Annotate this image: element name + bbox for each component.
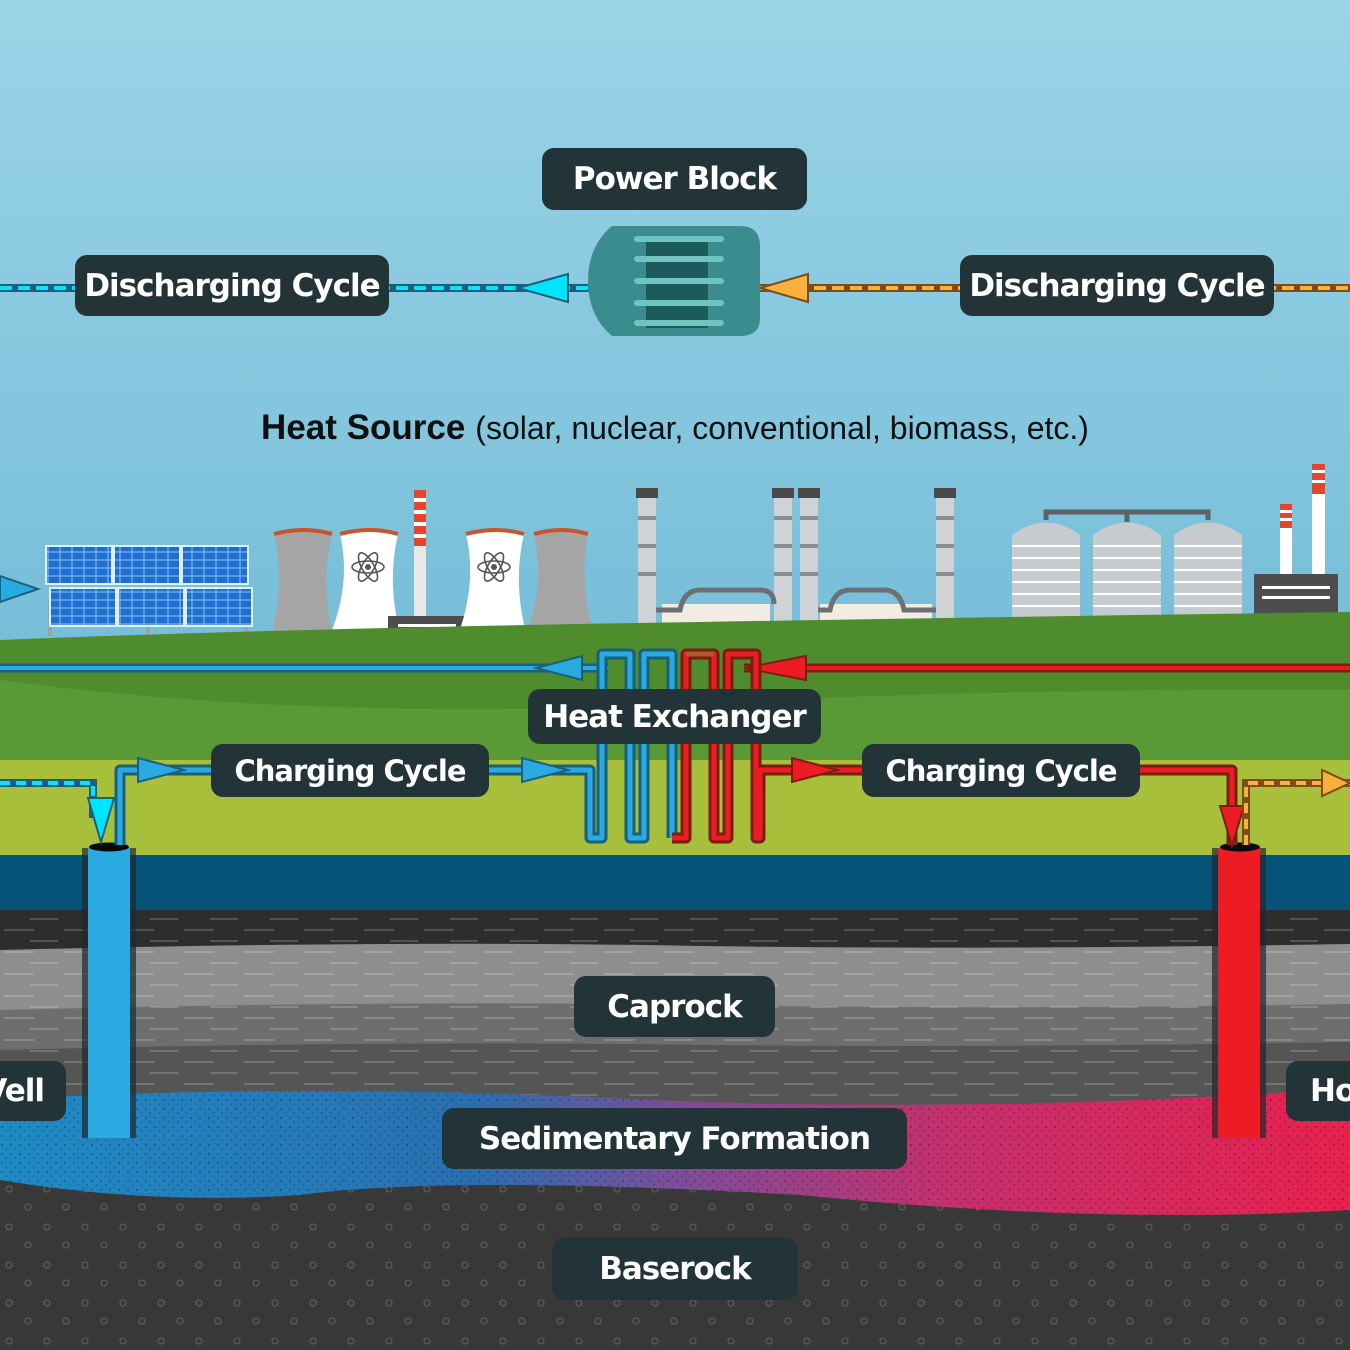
solar-panel-icon [45, 545, 253, 636]
charging-cycle-label-right: Charging Cycle [862, 744, 1140, 797]
hot-arrow-icon [1218, 805, 1246, 850]
nuclear-atom-icon [351, 552, 385, 582]
cold-arrow-icon [86, 797, 116, 846]
heat-exchanger-label: Heat Exchanger [528, 689, 821, 744]
baserock-label: Baserock [552, 1238, 798, 1300]
smokestack-icon [414, 490, 426, 640]
caprock-label: Caprock [574, 976, 775, 1037]
charging-cycle-label-left: Charging Cycle [211, 744, 489, 797]
cooling-tower-icon [328, 528, 402, 640]
hot-well-label: Ho [1286, 1061, 1350, 1121]
heat-source-flow [0, 654, 1350, 682]
cold-arrow-icon [521, 756, 572, 784]
cold-arrow-icon [0, 574, 42, 604]
hot-arrow-icon [791, 756, 842, 784]
hot-arrow-icon [743, 654, 807, 682]
sedimentary-formation-label: Sedimentary Formation [442, 1108, 907, 1169]
heat-source-heading: Heat Source (solar, nuclear, conventiona… [0, 408, 1350, 456]
factory-icon [1254, 464, 1338, 616]
hot-well [1212, 842, 1266, 1138]
nuclear-atom-icon [477, 552, 511, 582]
heat-source-detail: (solar, nuclear, conventional, biomass, … [475, 410, 1089, 446]
power-block-turbine-icon [588, 226, 760, 336]
cooling-tower-icon [524, 528, 596, 640]
cold-arrow-icon [137, 756, 188, 784]
cooling-tower-icon [456, 528, 528, 640]
hot-arrow-icon [1321, 768, 1350, 798]
heat-sources [0, 464, 1338, 644]
heat-source-title: Heat Source [261, 408, 466, 447]
power-block-label: Power Block [542, 148, 807, 210]
storage-silo-icon [1012, 509, 1242, 620]
hot-arrow-icon [756, 272, 809, 304]
cold-well [82, 842, 136, 1138]
cold-arrow-icon [514, 272, 569, 304]
discharging-cycle-label-left: Discharging Cycle [75, 255, 389, 316]
cold-well-label: Vell [0, 1061, 66, 1121]
discharging-cycle-label-right: Discharging Cycle [960, 255, 1274, 316]
cooling-tower-icon [270, 528, 334, 640]
cold-arrow-icon [532, 654, 583, 682]
